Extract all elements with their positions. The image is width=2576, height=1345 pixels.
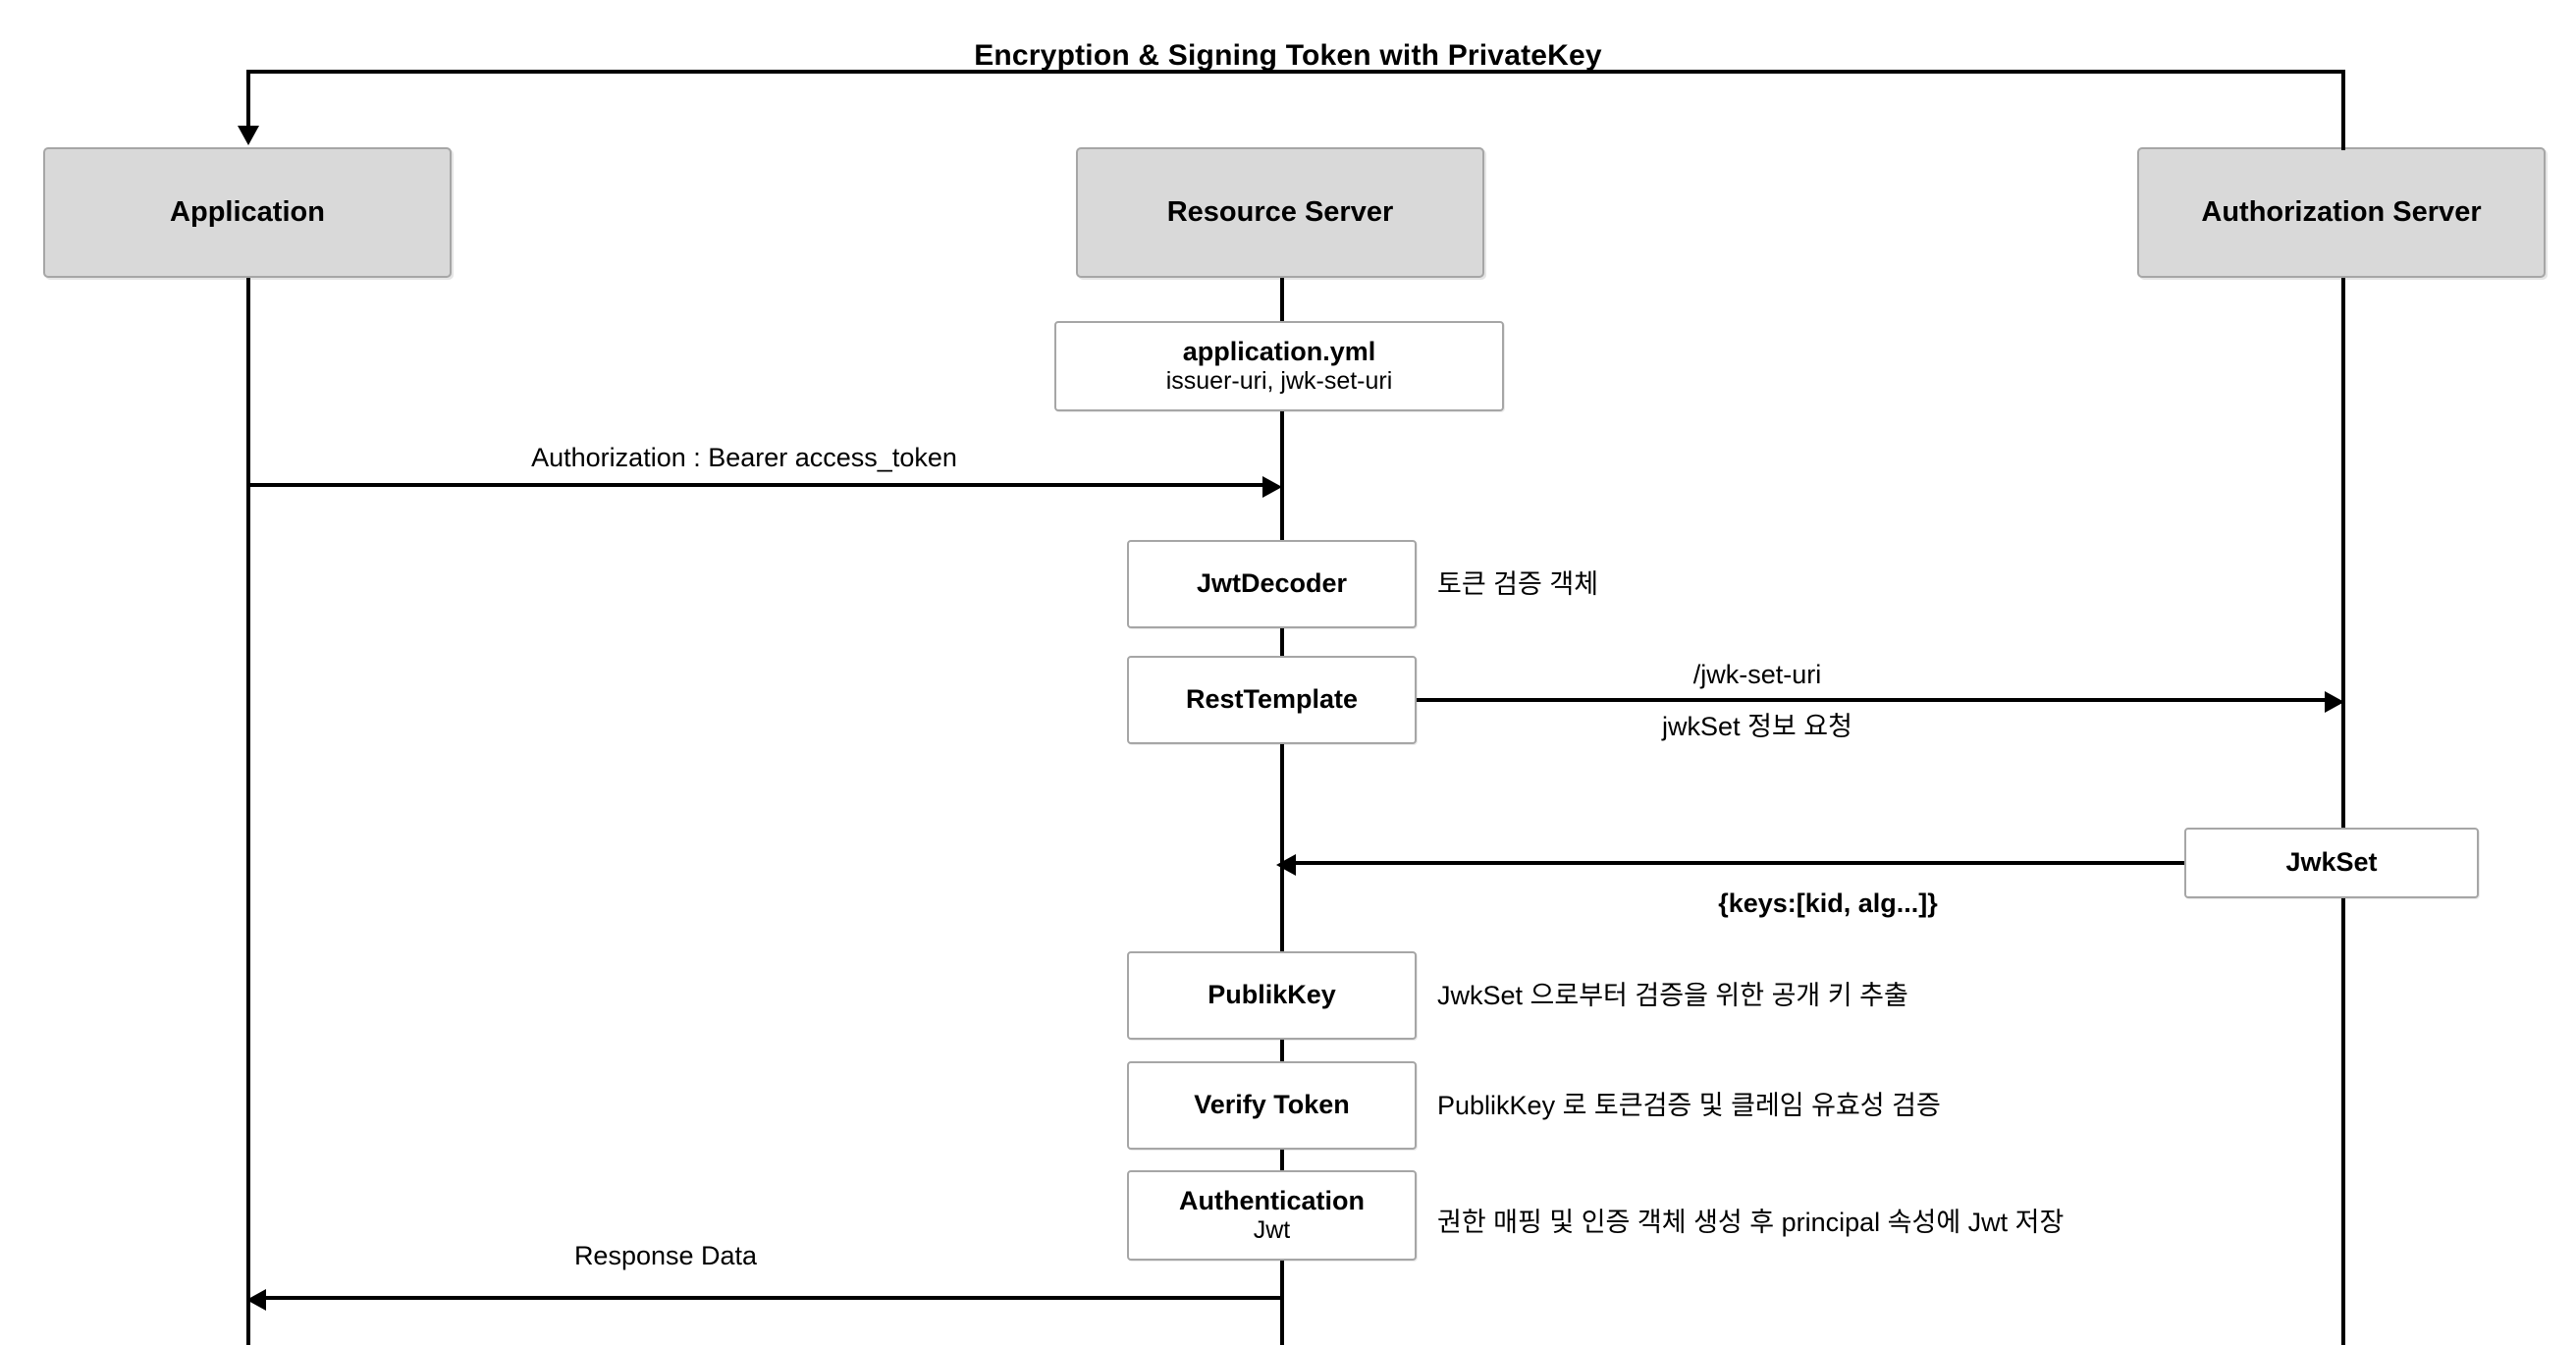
activity-rest-template[interactable]: RestTemplate xyxy=(1127,656,1417,744)
top-connector-arrowhead-icon xyxy=(238,126,259,145)
activity-publik-key-title: PublikKey xyxy=(1208,980,1336,1010)
activity-jwt-decoder-note: 토큰 검증 객체 xyxy=(1437,569,1599,599)
activity-authentication[interactable]: Authentication Jwt xyxy=(1127,1170,1417,1261)
lifeline-application xyxy=(246,277,250,1345)
activity-jwt-decoder[interactable]: JwtDecoder xyxy=(1127,540,1417,628)
activity-authentication-subtitle: Jwt xyxy=(1253,1216,1291,1245)
top-connector-vertical-left xyxy=(246,70,250,131)
activity-jwk-set[interactable]: JwkSet xyxy=(2184,828,2479,898)
activity-rest-template-title: RestTemplate xyxy=(1185,684,1359,715)
message-label-jwk-set-uri: /jwk-set-uri xyxy=(1692,660,1822,689)
participant-authorization-server[interactable]: Authorization Server xyxy=(2137,147,2546,278)
note-application-yml-subtitle: issuer-uri, jwk-set-uri xyxy=(1165,367,1393,396)
participant-resource-server-label: Resource Server xyxy=(1166,196,1394,228)
participant-application[interactable]: Application xyxy=(43,147,452,278)
diagram-title: Encryption & Signing Token with PrivateK… xyxy=(974,39,1602,72)
participant-application-label: Application xyxy=(170,196,325,228)
message-arrowhead-jwkset-request-icon xyxy=(2325,691,2344,713)
activity-verify-token[interactable]: Verify Token xyxy=(1127,1061,1417,1150)
activity-authentication-note: 권한 매핑 및 인증 객체 생성 후 principal 속성에 Jwt 저장 xyxy=(1437,1208,2065,1237)
lifeline-resource-server xyxy=(1280,277,1284,1345)
activity-authentication-title: Authentication xyxy=(1179,1186,1365,1216)
message-arrowhead-bearer-request-icon xyxy=(1262,476,1282,498)
message-line-jwkset-response xyxy=(1296,861,2186,865)
message-arrowhead-response-data-icon xyxy=(246,1289,266,1311)
top-connector-vertical-right xyxy=(2341,70,2345,150)
activity-jwk-set-title: JwkSet xyxy=(2285,847,2378,878)
participant-resource-server[interactable]: Resource Server xyxy=(1076,147,1484,278)
note-application-yml[interactable]: application.yml issuer-uri, jwk-set-uri xyxy=(1054,321,1504,411)
message-label-jwkset-response: {keys:[kid, alg...]} xyxy=(1718,888,1938,918)
top-connector-horizontal xyxy=(246,70,2343,74)
participant-authorization-server-label: Authorization Server xyxy=(2201,196,2482,228)
message-line-jwkset-request xyxy=(1417,698,2325,702)
message-label-response-data: Response Data xyxy=(573,1241,758,1270)
activity-verify-token-note: PublikKey 로 토큰검증 및 클레임 유효성 검증 xyxy=(1437,1091,1941,1120)
note-application-yml-title: application.yml xyxy=(1182,337,1376,367)
activity-publik-key[interactable]: PublikKey xyxy=(1127,951,1417,1040)
activity-verify-token-title: Verify Token xyxy=(1194,1090,1350,1120)
message-line-bearer-request xyxy=(248,483,1262,487)
message-label-bearer-request: Authorization : Bearer access_token xyxy=(531,443,957,472)
message-label-jwkset-request: jwkSet 정보 요청 xyxy=(1662,712,1852,741)
message-line-response-data xyxy=(266,1296,1282,1300)
message-arrowhead-jwkset-response-icon xyxy=(1276,854,1296,876)
activity-publik-key-note: JwkSet 으로부터 검증을 위한 공개 키 추출 xyxy=(1437,981,1908,1010)
lifeline-authorization-server xyxy=(2341,277,2345,1345)
activity-jwt-decoder-title: JwtDecoder xyxy=(1196,568,1348,599)
